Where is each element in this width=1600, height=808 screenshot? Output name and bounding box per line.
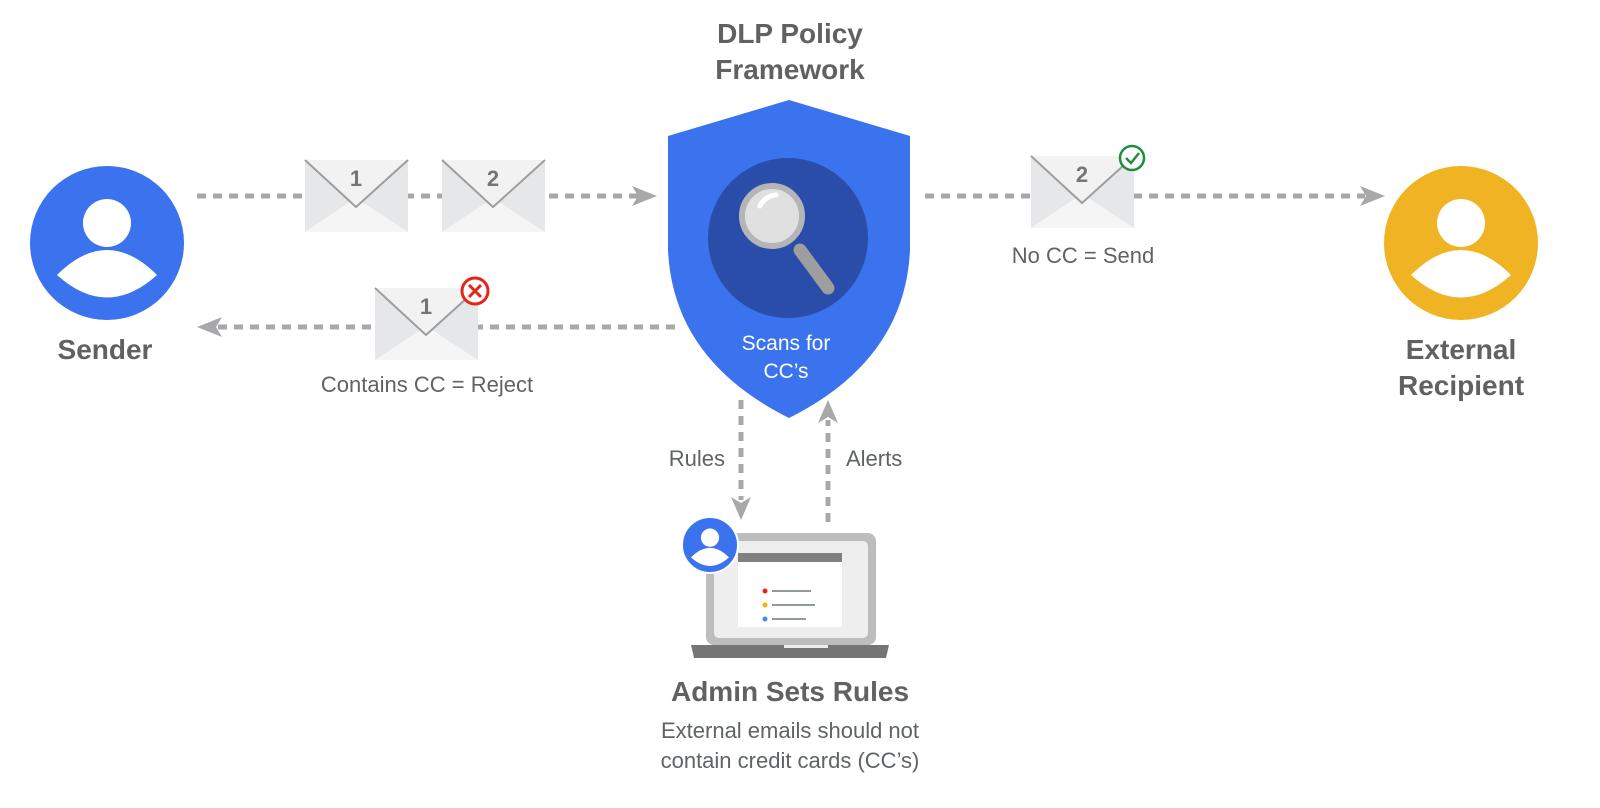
sender-label: Sender (58, 334, 153, 365)
envelope-2: 2 (441, 159, 546, 233)
svg-text:2: 2 (1076, 162, 1088, 187)
recipient-label-line2: Recipient (1398, 370, 1524, 401)
arrow-left-icon (197, 317, 222, 337)
sender-avatar (30, 166, 184, 320)
arrow-right-icon (1360, 186, 1385, 206)
send-label: No CC = Send (1012, 243, 1154, 268)
framework-title-line2: Framework (715, 54, 865, 85)
envelope-sent: 2 (1030, 155, 1135, 229)
scan-label-line1: Scans for (742, 332, 831, 355)
framework-title-line1: DLP Policy (717, 18, 863, 49)
envelope-1: 1 (304, 159, 409, 233)
scan-label-line2: CC’s (763, 360, 808, 383)
arrow-up-icon (818, 400, 838, 423)
admin-desc-line2: contain credit cards (CC’s) (661, 748, 920, 773)
arrow-right-icon (632, 186, 657, 206)
admin-desc-line1: External emails should not (661, 718, 919, 743)
svg-text:2: 2 (487, 166, 499, 191)
arrow-down-icon (731, 497, 751, 520)
recipient-avatar (1384, 166, 1538, 320)
admin-title: Admin Sets Rules (671, 676, 909, 707)
alerts-label: Alerts (846, 446, 902, 471)
reject-x-icon (460, 276, 490, 306)
check-icon (1118, 144, 1146, 172)
svg-text:1: 1 (350, 166, 362, 191)
admin-avatar (681, 516, 739, 574)
admin-laptop (691, 533, 889, 658)
svg-text:1: 1 (420, 294, 432, 319)
reject-label: Contains CC = Reject (321, 372, 533, 397)
magnifier-icon (739, 183, 835, 295)
envelope-rejected: 1 (374, 287, 479, 361)
dlp-shield: Scans for CC’s (668, 100, 910, 418)
recipient-label-line1: External (1406, 334, 1517, 365)
rules-label: Rules (669, 446, 725, 471)
